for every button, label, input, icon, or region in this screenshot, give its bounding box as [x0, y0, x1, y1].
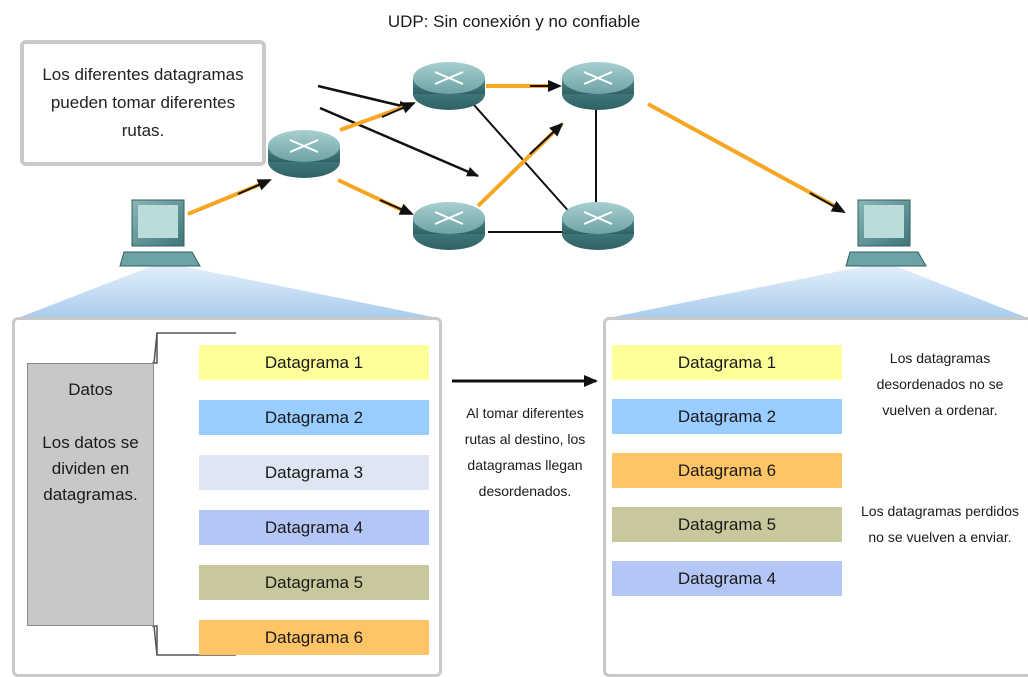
out-of-order-note: Al tomar diferentes rutas al destino, lo…	[464, 405, 586, 499]
diagram-title: UDP: Sin conexión y no confiable	[387, 12, 641, 31]
right-fan	[608, 262, 1028, 318]
router-icon	[562, 202, 634, 250]
router-icon	[562, 62, 634, 110]
datagram-item: Datagrama 5	[612, 507, 842, 542]
computer-icon	[119, 199, 201, 267]
routes-callout: Los diferentes datagramas pueden tomar d…	[20, 40, 266, 166]
router-icon	[268, 130, 340, 178]
routes-callout-text: Los diferentes datagramas pueden tomar d…	[42, 65, 244, 140]
router-icon	[413, 202, 485, 250]
lost-note: Los datagramas perdidos no se vuelven a …	[861, 503, 1019, 545]
datagram-item: Datagrama 4	[612, 561, 842, 596]
incoming-arrows	[317, 84, 479, 178]
datagram-item: Datagrama 6	[612, 453, 842, 488]
datagram-item: Datagrama 1	[199, 345, 429, 380]
datagram-item: Datagrama 2	[199, 400, 429, 435]
datagram-item: Datagrama 2	[612, 399, 842, 434]
data-block-heading: Datos	[68, 380, 113, 399]
datagram-item: Datagrama 5	[199, 565, 429, 600]
datagram-item: Datagrama 3	[199, 455, 429, 490]
computer-icon	[845, 199, 927, 267]
unordered-note: Los datagramas desordenados no se vuelve…	[876, 350, 1004, 418]
router-icon	[413, 62, 485, 110]
datagram-item: Datagrama 4	[199, 510, 429, 545]
left-fan	[18, 262, 438, 318]
data-block: Datos Los datos se dividen en datagramas…	[27, 363, 154, 626]
datagram-item: Datagrama 6	[199, 620, 429, 655]
data-block-text: Los datos se dividen en datagramas.	[42, 433, 139, 504]
datagram-item: Datagrama 1	[612, 345, 842, 380]
